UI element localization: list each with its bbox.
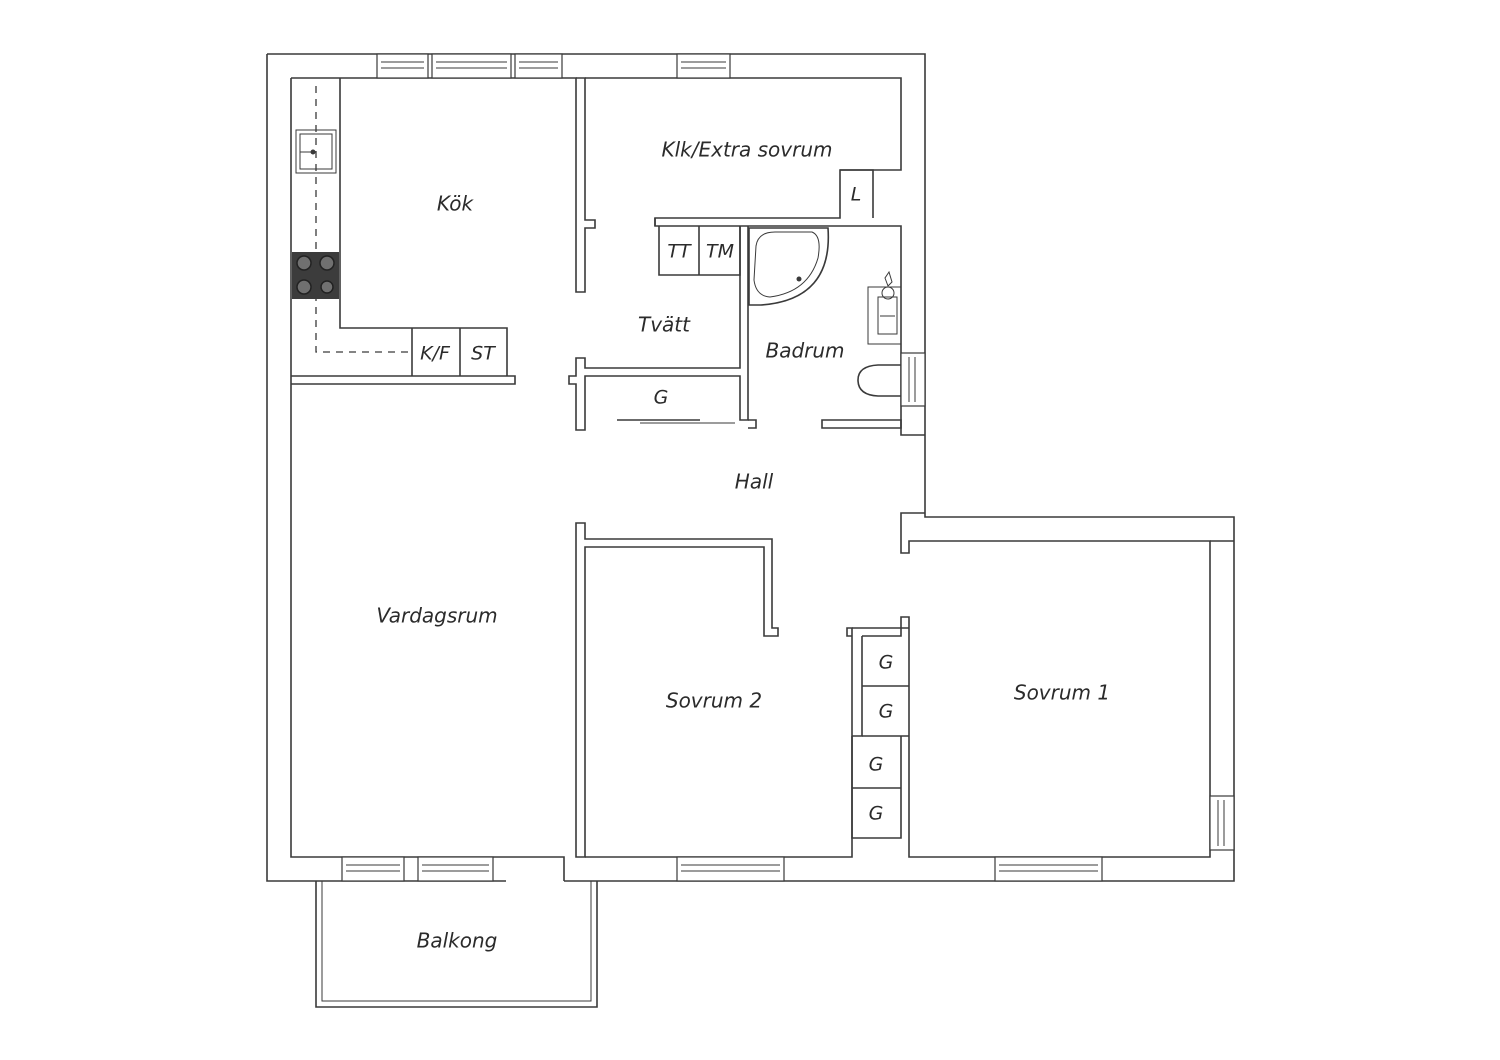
- fixture-label-tm: TM: [706, 241, 734, 263]
- interior-walls: [568, 77, 1234, 858]
- room-labels: Kök Klk/Extra sovrum Tvätt Badrum Hall V…: [376, 138, 1110, 953]
- room-label-hall: Hall: [735, 470, 774, 494]
- fixture-label-l: L: [851, 184, 862, 206]
- room-label-klk: Klk/Extra sovrum: [661, 138, 832, 162]
- room-label-vardagsrum: Vardagsrum: [376, 604, 497, 628]
- toilet-icon: [857, 364, 901, 397]
- room-label-badrum: Badrum: [765, 339, 844, 363]
- fixture-label-g-hall: G: [654, 387, 669, 409]
- room-label-kok: Kök: [437, 192, 475, 216]
- fixture-label-kf: K/F: [420, 343, 451, 365]
- fixture-label-st: ST: [471, 343, 496, 365]
- fixture-label-g-2: G: [879, 701, 894, 723]
- washbasin-icon: [867, 270, 902, 345]
- bathtub-icon: [748, 227, 830, 306]
- window-icon: [341, 53, 1235, 882]
- sink-icon: [295, 129, 337, 174]
- fixture-label-tt: TT: [667, 241, 692, 263]
- fixture-label-g-4: G: [869, 803, 884, 825]
- stove-icon: [292, 252, 339, 299]
- outer-walls: [266, 53, 1235, 882]
- room-label-tvatt: Tvätt: [638, 313, 691, 337]
- room-label-sovrum2: Sovrum 2: [666, 689, 762, 713]
- balcony: [315, 881, 598, 1008]
- fixture-label-g-1: G: [879, 652, 894, 674]
- kitchen-counter: [291, 78, 516, 385]
- fixture-labels: K/F ST TT TM L G G G G G: [420, 184, 893, 825]
- fixture-label-g-3: G: [869, 754, 884, 776]
- room-label-sovrum1: Sovrum 1: [1014, 681, 1110, 705]
- room-label-balkong: Balkong: [417, 929, 498, 953]
